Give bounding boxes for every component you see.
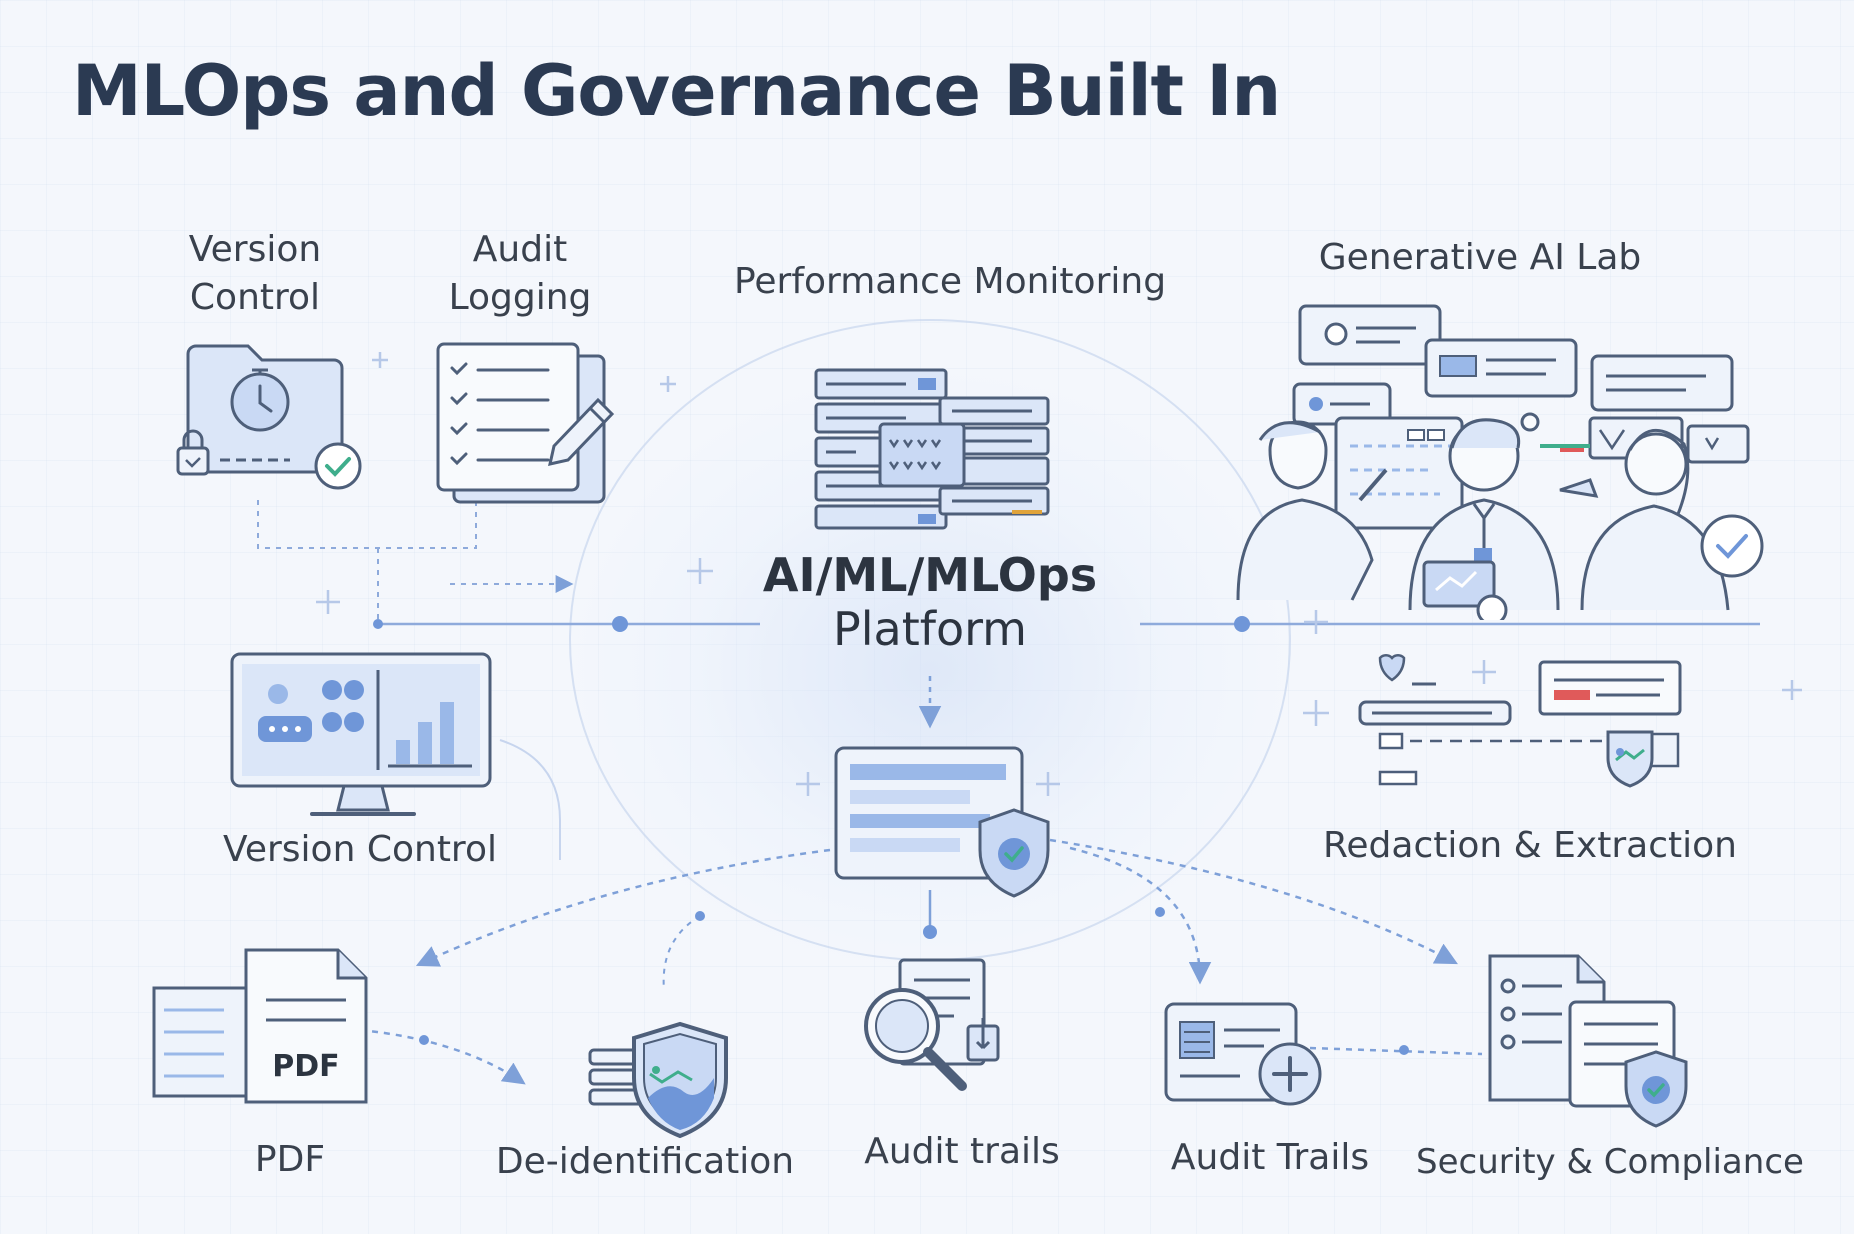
generative-ai-lab-team-icon xyxy=(1236,304,1764,620)
label-security-compliance: Security & Compliance xyxy=(1416,1142,1804,1182)
server-rack-icon xyxy=(814,368,1050,530)
label-version-control-top: Version Control xyxy=(188,229,322,318)
label-redaction-extraction: Redaction & Extraction xyxy=(1323,825,1737,866)
pdf-badge-text: PDF xyxy=(272,1049,339,1084)
audit-trails-magnifier-icon xyxy=(864,958,1000,1091)
version-control-folder-icon xyxy=(176,344,362,490)
audit-trails-card-plus-icon xyxy=(1164,1002,1322,1106)
label-audit-logging: Audit Logging xyxy=(448,229,592,318)
label-audit-trails-lower: Audit trails xyxy=(864,1131,1060,1172)
de-identification-shield-icon xyxy=(588,1021,728,1139)
security-compliance-docs-icon xyxy=(1488,954,1688,1128)
pdf-document-icon: PDF xyxy=(152,948,368,1104)
label-pdf: PDF xyxy=(254,1139,326,1180)
label-audit-trails-upper: Audit Trails xyxy=(1170,1137,1370,1178)
label-generative-ai-lab: Generative AI Lab xyxy=(1318,237,1642,278)
label-performance-monitoring: Performance Monitoring xyxy=(733,261,1167,302)
redaction-documents-icon xyxy=(1358,654,1682,788)
page-title: MLOps and Governance Built In xyxy=(72,50,1281,132)
hub-label-line2: Platform xyxy=(833,602,1027,656)
hub-label-line1: AI/ML/MLOps xyxy=(762,548,1098,602)
label-version-control: Version Control xyxy=(223,829,497,870)
monitor-dashboard-icon xyxy=(230,652,492,816)
hub-label: AI/ML/MLOps Platform xyxy=(700,548,1160,656)
audit-logging-checklist-icon xyxy=(436,342,615,504)
label-de-identification: De-identification xyxy=(495,1141,795,1182)
governance-card-shield-icon xyxy=(834,746,1050,898)
